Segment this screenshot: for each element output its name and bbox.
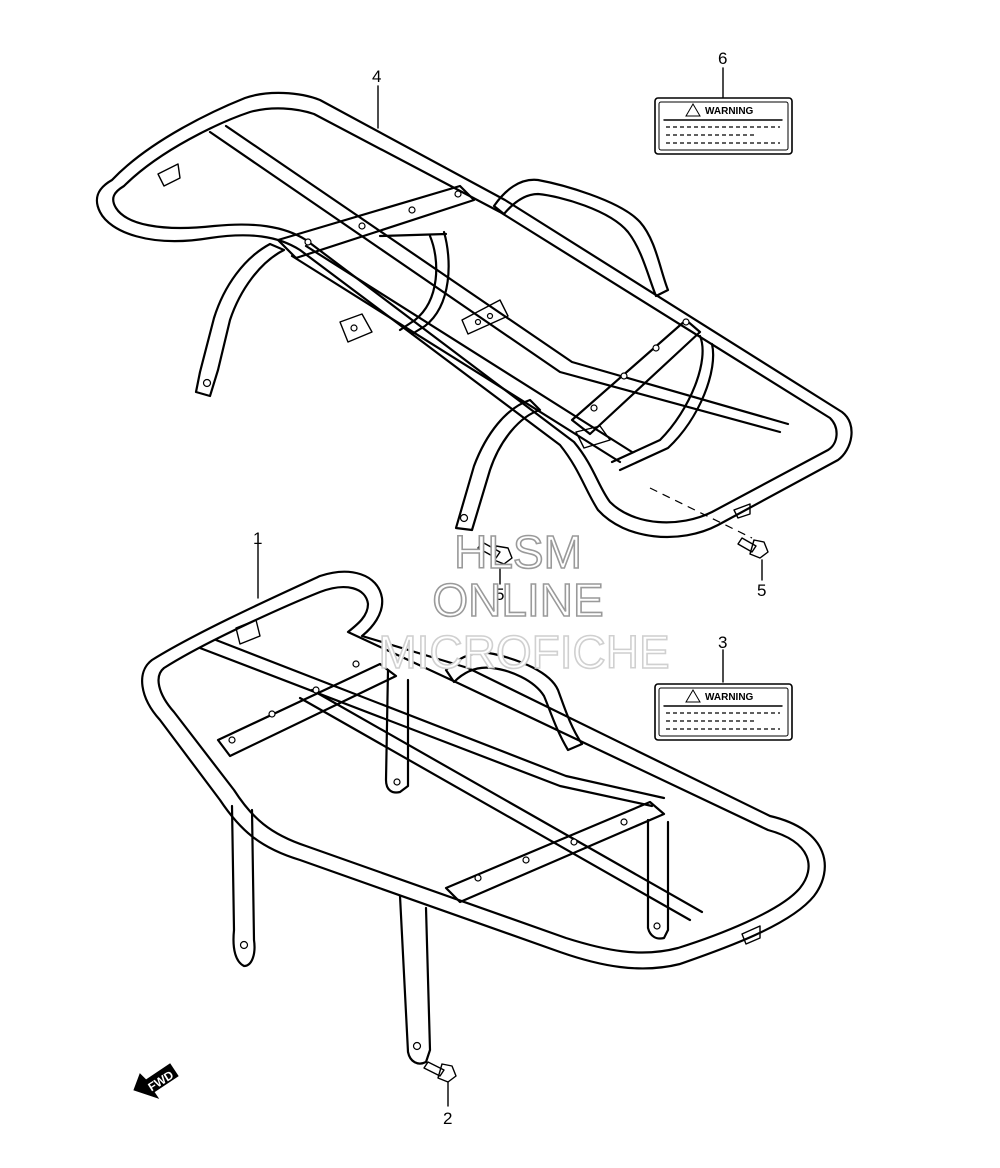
- callout-part-5-upper-right: 5: [757, 581, 766, 600]
- bolt-part-5-upper-left: [477, 541, 513, 565]
- watermark-line-3: MICROFICHE: [378, 626, 669, 678]
- callout-part-5-upper-left: 5: [495, 585, 504, 604]
- front-carrier-rack: [95, 91, 853, 539]
- watermark-line-1: HLSM: [454, 526, 582, 578]
- callout-part-3: 3: [718, 633, 727, 652]
- warning-label-text: WARNING: [705, 692, 754, 703]
- callout-part-4: 4: [372, 67, 381, 86]
- bolt-part-2: [423, 1061, 457, 1083]
- watermark-line-2: ONLINE: [432, 574, 603, 626]
- leader-lines: [257, 67, 763, 1107]
- warning-label-part-3: WARNING: [654, 683, 793, 741]
- warning-triangle-icon: [685, 103, 701, 117]
- fwd-arrow-icon: FWD: [133, 1063, 179, 1099]
- callout-part-2: 2: [443, 1109, 452, 1128]
- warning-label-text: WARNING: [705, 106, 754, 117]
- bolt-part-5-upper-right: [737, 537, 769, 559]
- warning-label-part-6: WARNING: [654, 97, 793, 155]
- callout-part-1: 1: [253, 529, 262, 548]
- watermark: HLSM ONLINE MICROFICHE: [378, 525, 671, 679]
- callout-part-6: 6: [718, 49, 727, 68]
- rear-carrier-rack: [141, 570, 826, 1065]
- warning-triangle-icon: [685, 689, 701, 703]
